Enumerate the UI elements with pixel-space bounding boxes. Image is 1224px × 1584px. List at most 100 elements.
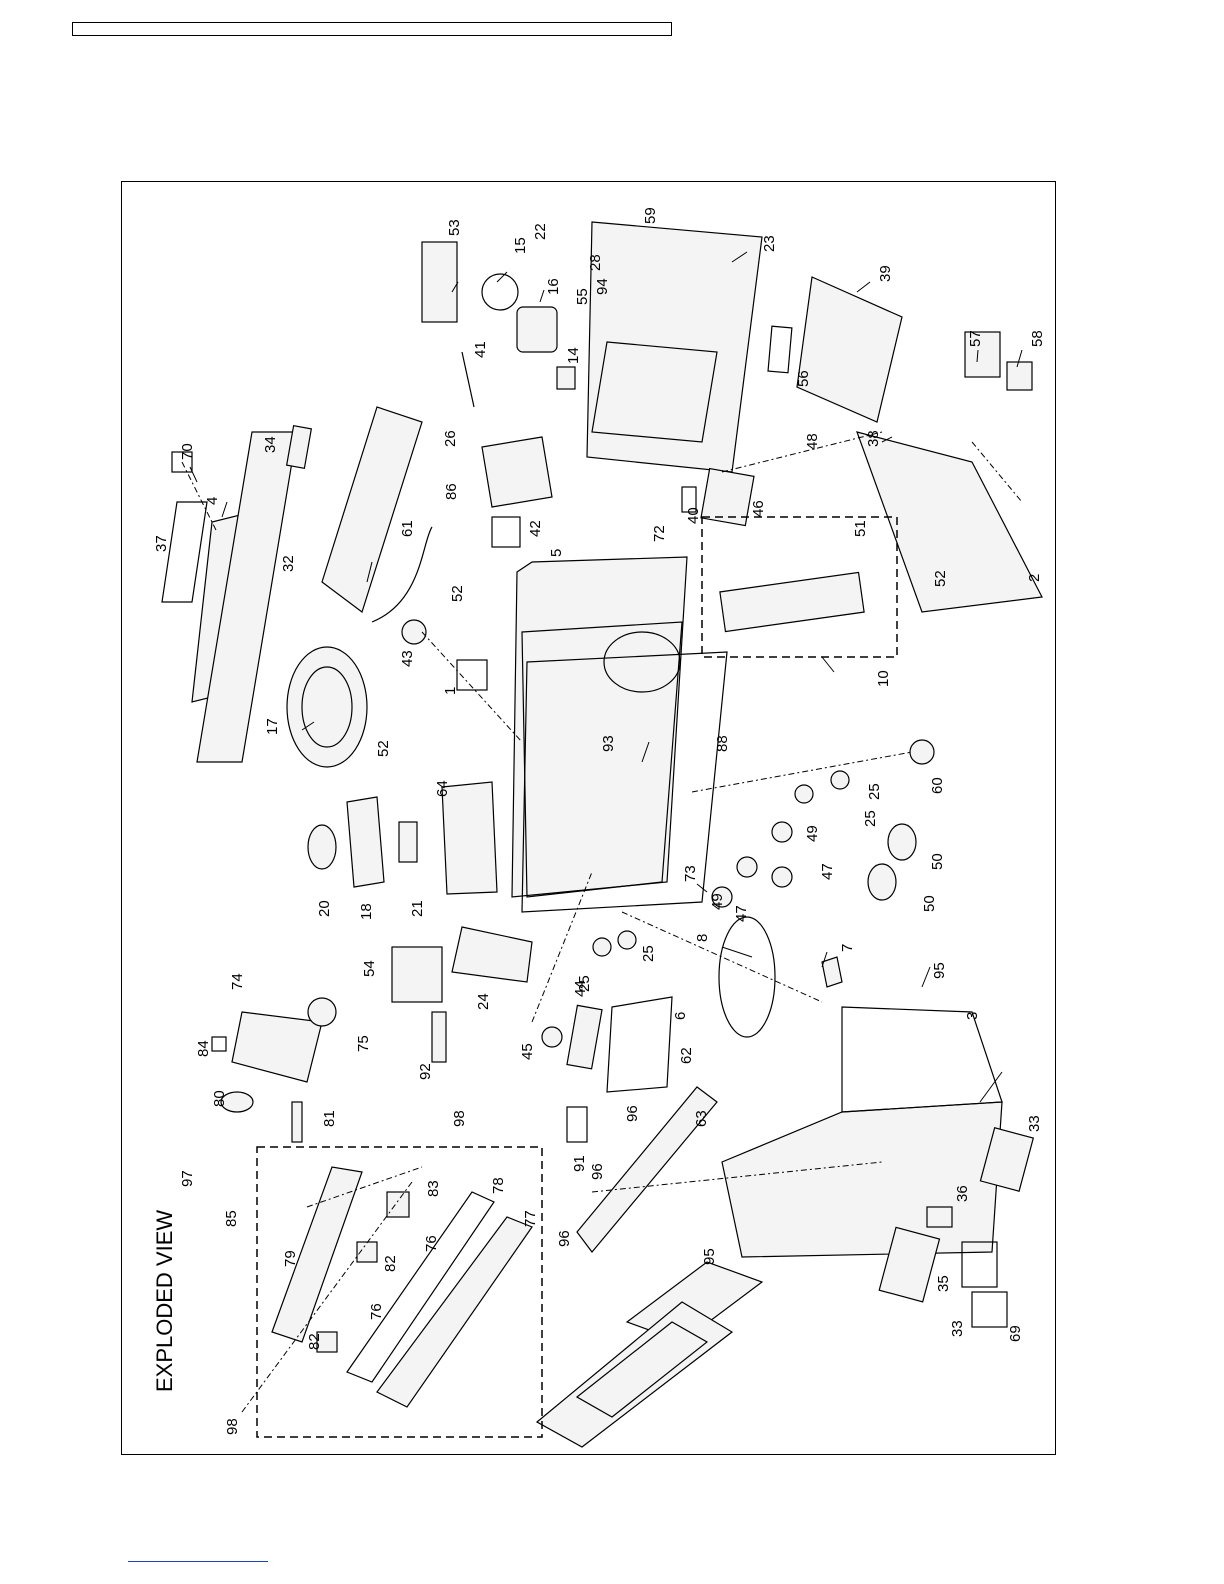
part-39-plate xyxy=(797,277,902,422)
part-17-blower xyxy=(287,647,367,767)
callout-48: 48 xyxy=(804,433,821,450)
callout-7: 7 xyxy=(839,944,856,952)
part-45 xyxy=(542,1027,562,1047)
callout-75: 75 xyxy=(355,1035,372,1052)
callout-82a: 82 xyxy=(306,1333,323,1350)
callout-38: 38 xyxy=(865,430,882,447)
callout-60: 60 xyxy=(929,777,946,794)
callout-83: 83 xyxy=(425,1180,442,1197)
part-64-cover xyxy=(442,782,497,894)
part-18 xyxy=(347,797,384,887)
callout-54: 54 xyxy=(361,960,378,977)
callout-91: 91 xyxy=(571,1155,588,1172)
part-5-cabinet xyxy=(512,557,687,897)
part-77-handle xyxy=(377,1217,532,1407)
callout-43: 43 xyxy=(399,650,416,667)
callout-46: 46 xyxy=(750,500,767,517)
part-49b xyxy=(772,822,792,842)
part-42-sheet xyxy=(492,517,520,547)
callout-2: 2 xyxy=(1026,574,1043,582)
part-25d xyxy=(795,785,813,803)
callout-45: 45 xyxy=(519,1043,536,1060)
callout-42: 42 xyxy=(527,520,544,537)
part-20-roller xyxy=(308,825,336,869)
callout-93: 93 xyxy=(600,735,617,752)
part-92 xyxy=(432,1012,446,1062)
header-bar xyxy=(72,22,672,36)
callout-17: 17 xyxy=(264,718,281,735)
callout-86: 86 xyxy=(443,483,460,500)
callout-76a: 76 xyxy=(423,1235,440,1252)
callout-50a: 50 xyxy=(929,853,946,870)
callout-16: 16 xyxy=(545,278,562,295)
callout-22: 22 xyxy=(532,223,549,240)
callout-76b: 76 xyxy=(368,1303,385,1320)
callout-59: 59 xyxy=(642,207,659,224)
callout-25a: 25 xyxy=(866,783,883,800)
callout-52a: 52 xyxy=(449,585,466,602)
callout-28: 28 xyxy=(587,254,604,271)
callout-35: 35 xyxy=(935,1275,952,1292)
part-81 xyxy=(292,1102,302,1142)
callout-63: 63 xyxy=(693,1110,710,1127)
callout-52c: 52 xyxy=(375,740,392,757)
callout-23: 23 xyxy=(761,235,778,252)
part-74-bracket xyxy=(232,1012,322,1082)
part-25c xyxy=(831,771,849,789)
callout-78: 78 xyxy=(490,1177,507,1194)
callout-26: 26 xyxy=(442,430,459,447)
callout-15: 15 xyxy=(512,237,529,254)
callout-49b: 49 xyxy=(804,825,821,842)
callout-61: 61 xyxy=(399,520,416,537)
footer-link-underline xyxy=(128,1561,268,1562)
part-83 xyxy=(387,1192,409,1217)
part-75 xyxy=(308,998,336,1026)
part-58 xyxy=(1007,362,1032,390)
part-14 xyxy=(557,367,575,389)
part-10-latch xyxy=(720,572,864,631)
callout-44: 44 xyxy=(572,980,589,997)
callout-69: 69 xyxy=(1007,1325,1024,1342)
part-3-outer-case-top xyxy=(842,1007,1002,1112)
callout-34: 34 xyxy=(262,436,279,453)
part-16-motor xyxy=(517,307,557,352)
callout-62: 62 xyxy=(678,1047,695,1064)
callout-6: 6 xyxy=(672,1012,689,1020)
part-38-panel xyxy=(857,432,1042,612)
callout-58: 58 xyxy=(1029,330,1046,347)
callout-18: 18 xyxy=(358,903,375,920)
callout-49a: 49 xyxy=(709,893,726,910)
part-54-magnetron xyxy=(392,947,442,1002)
callout-94: 94 xyxy=(594,278,611,295)
part-6-cover xyxy=(607,997,672,1092)
part-21 xyxy=(399,822,417,862)
part-49a xyxy=(737,857,757,877)
callout-98b: 98 xyxy=(224,1418,241,1435)
part-60-motor xyxy=(910,740,934,764)
diagram-frame: EXPLODED VIEW xyxy=(121,181,1056,1455)
part-3-outer-case xyxy=(722,1102,1002,1257)
callout-84: 84 xyxy=(195,1040,212,1057)
callout-10: 10 xyxy=(875,670,892,687)
callout-70: 70 xyxy=(179,443,196,460)
callout-47a: 47 xyxy=(733,905,750,922)
callout-3: 3 xyxy=(964,1012,981,1020)
callout-1: 1 xyxy=(442,687,459,695)
part-25a xyxy=(618,931,636,949)
part-7-coupler xyxy=(822,957,842,987)
callout-92: 92 xyxy=(417,1063,434,1080)
callout-41: 41 xyxy=(472,341,489,358)
diagram-title: EXPLODED VIEW xyxy=(152,1210,177,1392)
callout-51: 51 xyxy=(852,520,869,537)
callout-74: 74 xyxy=(229,973,246,990)
callout-53: 53 xyxy=(446,219,463,236)
callout-39: 39 xyxy=(877,265,894,282)
callout-20: 20 xyxy=(316,900,333,917)
callout-36: 36 xyxy=(954,1185,971,1202)
part-91 xyxy=(567,1107,587,1142)
callout-40: 40 xyxy=(685,507,702,524)
part-26-bracket xyxy=(482,437,552,507)
callout-96c: 96 xyxy=(556,1230,573,1247)
callout-52b: 52 xyxy=(932,570,949,587)
callout-81: 81 xyxy=(321,1110,338,1127)
